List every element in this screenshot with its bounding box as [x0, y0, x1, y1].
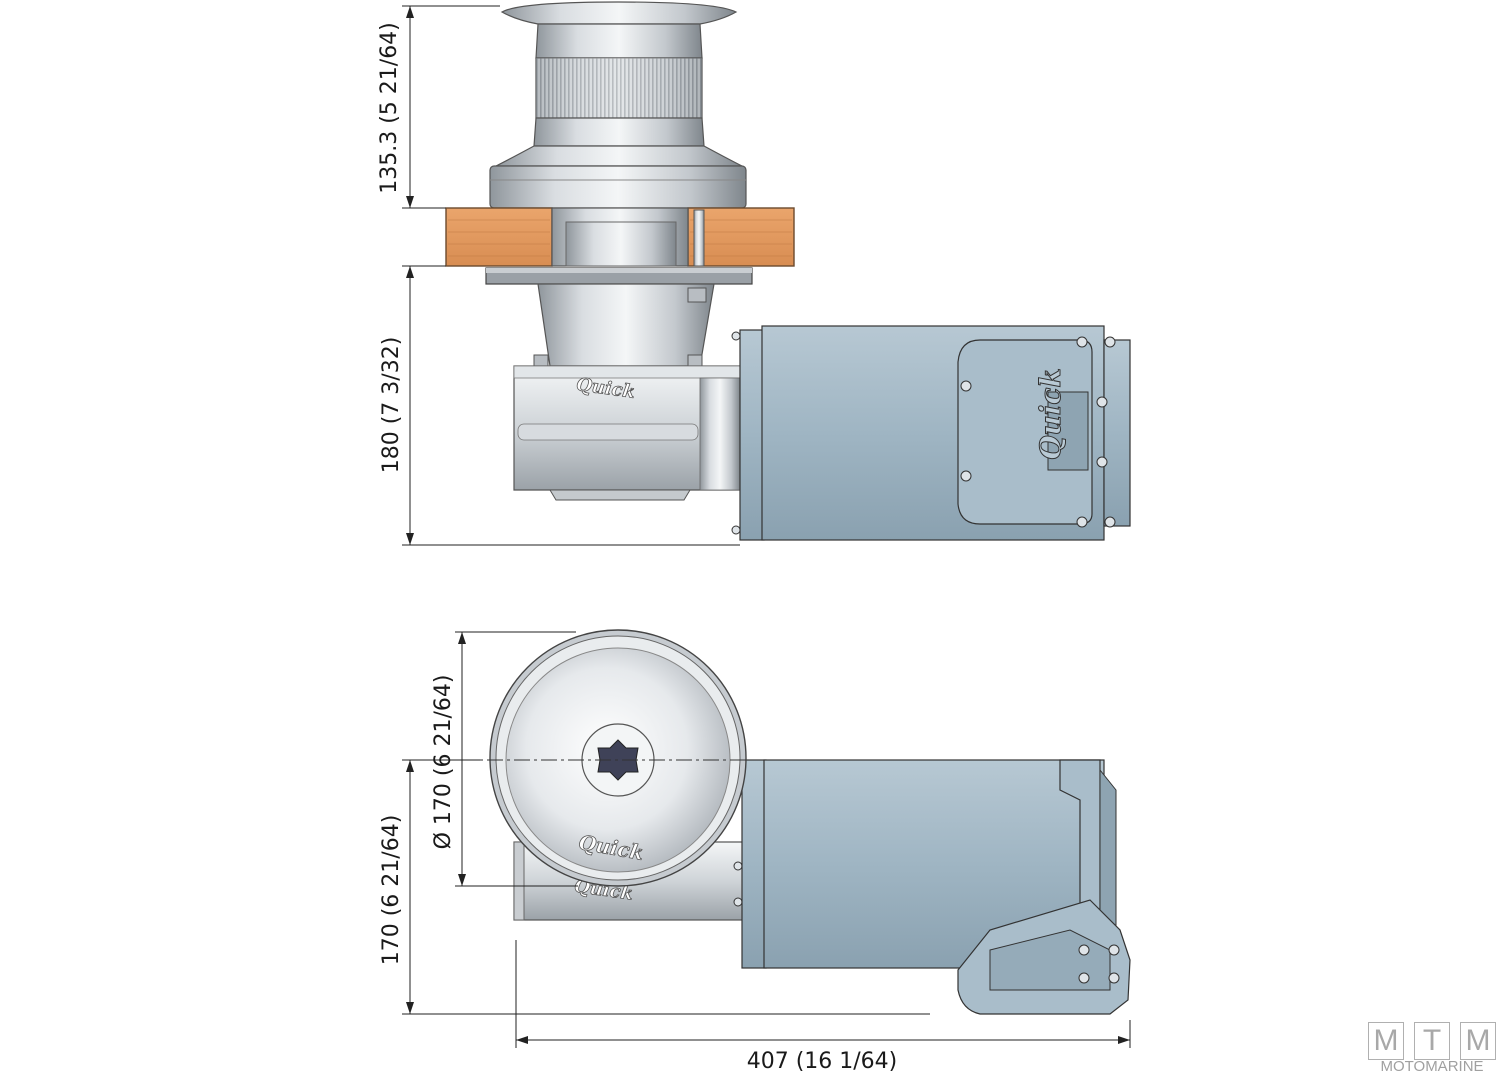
plan-view: Quick Quick [489, 629, 1131, 1015]
dimension-lines-plan [402, 631, 1131, 1048]
motor-end-flange-plan [741, 759, 767, 969]
dim-top-height: 135.3 (5 21/64) [377, 22, 402, 194]
dim-lower-height: 180 (7 3/32) [379, 337, 404, 474]
capstan-cap [500, 1, 738, 25]
motor-screws-top [731, 331, 1116, 535]
dim-side-height: 170 (6 21/64) [379, 815, 404, 966]
watermark-letter-m1: M [1368, 1022, 1404, 1060]
dim-overall-length: 407 (16 1/64) [747, 1049, 898, 1074]
watermark-letter-m2: M [1460, 1022, 1496, 1060]
quick-logo-motor: Quick [1034, 368, 1067, 460]
base-flange-top [489, 165, 747, 209]
dimension-lines-top [402, 5, 740, 546]
watermark-letter-t: T [1414, 1022, 1450, 1060]
motor-end-flange-top [739, 329, 765, 541]
side-elevation-view: Quick Quick [445, 1, 1131, 541]
dim-drum-diameter: Ø 170 (6 21/64) [431, 675, 456, 850]
deck-section-left [445, 207, 553, 267]
watermark-subtitle: MOTOMARINE [1380, 1058, 1484, 1075]
motor-label-plate [1047, 391, 1089, 471]
deck-stud [693, 209, 705, 267]
